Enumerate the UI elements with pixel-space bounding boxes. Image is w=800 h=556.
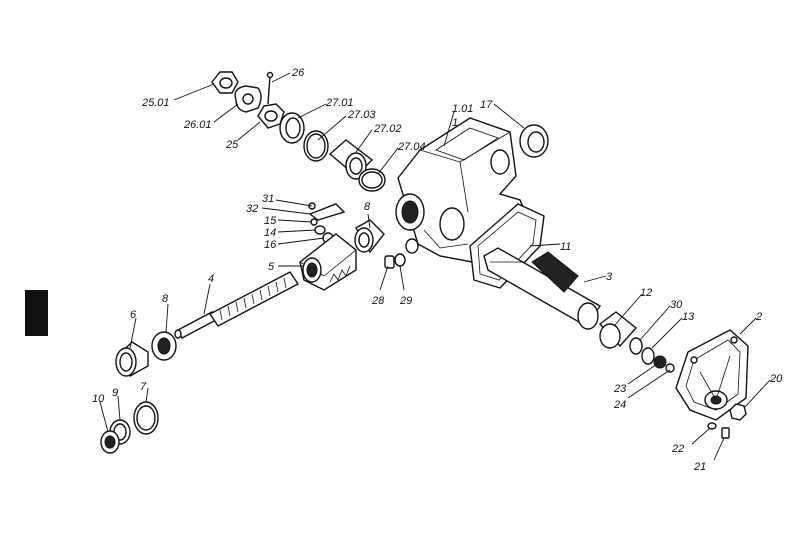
callout-27-02: 27.02 xyxy=(373,123,402,135)
callout-30: 30 xyxy=(670,299,683,311)
part-nut-20 xyxy=(729,403,747,421)
callout-10: 10 xyxy=(92,393,105,405)
callout-labels: 25.01 26 26.01 25 27.01 27.03 27.02 27.0… xyxy=(92,67,783,473)
callout-8-upper: 8 xyxy=(364,201,371,213)
part-ring-27-04 xyxy=(358,168,386,192)
callout-25-01: 25.01 xyxy=(141,97,170,109)
leader-lines xyxy=(99,72,771,461)
callout-23: 23 xyxy=(613,383,627,395)
callout-1: 1 xyxy=(452,117,458,129)
part-sector-shaft-3 xyxy=(483,247,602,330)
callout-9: 9 xyxy=(112,387,118,399)
callout-29: 29 xyxy=(399,295,412,307)
callout-13: 13 xyxy=(682,311,695,323)
callout-11: 11 xyxy=(560,241,571,253)
callout-24: 24 xyxy=(613,399,626,411)
callout-7: 7 xyxy=(140,381,147,393)
part-seal-27-01 xyxy=(279,112,305,144)
callout-25: 25 xyxy=(225,139,239,151)
callout-17: 17 xyxy=(480,99,493,111)
part-screw-28 xyxy=(384,255,395,269)
part-bearing-8-lower xyxy=(151,331,177,361)
part-seal-7 xyxy=(133,401,159,435)
callout-21: 21 xyxy=(693,461,706,473)
callout-32: 32 xyxy=(246,203,258,215)
callout-8-lower: 8 xyxy=(162,293,169,305)
callout-16: 16 xyxy=(264,239,277,251)
part-hex-nut-25-01 xyxy=(211,71,239,94)
part-ring-30 xyxy=(629,337,643,355)
callout-2: 2 xyxy=(755,311,762,323)
part-ring-14 xyxy=(314,225,326,235)
part-castle-nut-25 xyxy=(257,103,285,129)
part-worm-shaft-4 xyxy=(174,271,300,339)
part-ring-27-03 xyxy=(303,130,329,162)
part-bearing-27-02 xyxy=(328,139,374,180)
part-end-cap-6 xyxy=(115,341,149,377)
callout-31: 31 xyxy=(262,193,274,205)
section-tab-marker xyxy=(25,290,48,336)
part-tab-washer-26-01 xyxy=(234,85,262,113)
callout-22: 22 xyxy=(671,443,684,455)
callout-20: 20 xyxy=(769,373,783,385)
part-ball-nut-5 xyxy=(299,233,357,291)
callout-27-03: 27.03 xyxy=(347,109,376,121)
part-washer-22 xyxy=(707,422,717,430)
callout-6: 6 xyxy=(130,309,137,321)
callout-15: 15 xyxy=(264,215,277,227)
callout-14: 14 xyxy=(264,227,276,239)
part-nut-10 xyxy=(100,430,120,454)
callout-27-01: 27.01 xyxy=(325,97,354,109)
callout-26: 26 xyxy=(291,67,305,79)
part-ring-13 xyxy=(641,347,655,365)
callout-3: 3 xyxy=(606,271,613,283)
callout-12: 12 xyxy=(640,287,652,299)
part-clip-32 xyxy=(308,203,346,221)
callout-1-01: 1.01 xyxy=(452,103,473,115)
part-split-pin-26 xyxy=(266,71,274,105)
part-washer-29 xyxy=(394,238,419,267)
callout-4: 4 xyxy=(208,273,214,285)
part-bearing-8-upper xyxy=(354,219,385,254)
part-bearing-12 xyxy=(598,311,638,349)
callout-27-04: 27.04 xyxy=(397,141,426,153)
part-seal-17 xyxy=(519,124,549,158)
callout-28: 28 xyxy=(371,295,385,307)
part-cover-2 xyxy=(675,329,749,421)
callout-26-01: 26.01 xyxy=(183,119,212,131)
callout-5: 5 xyxy=(268,261,275,273)
part-bolt-21 xyxy=(721,427,730,439)
